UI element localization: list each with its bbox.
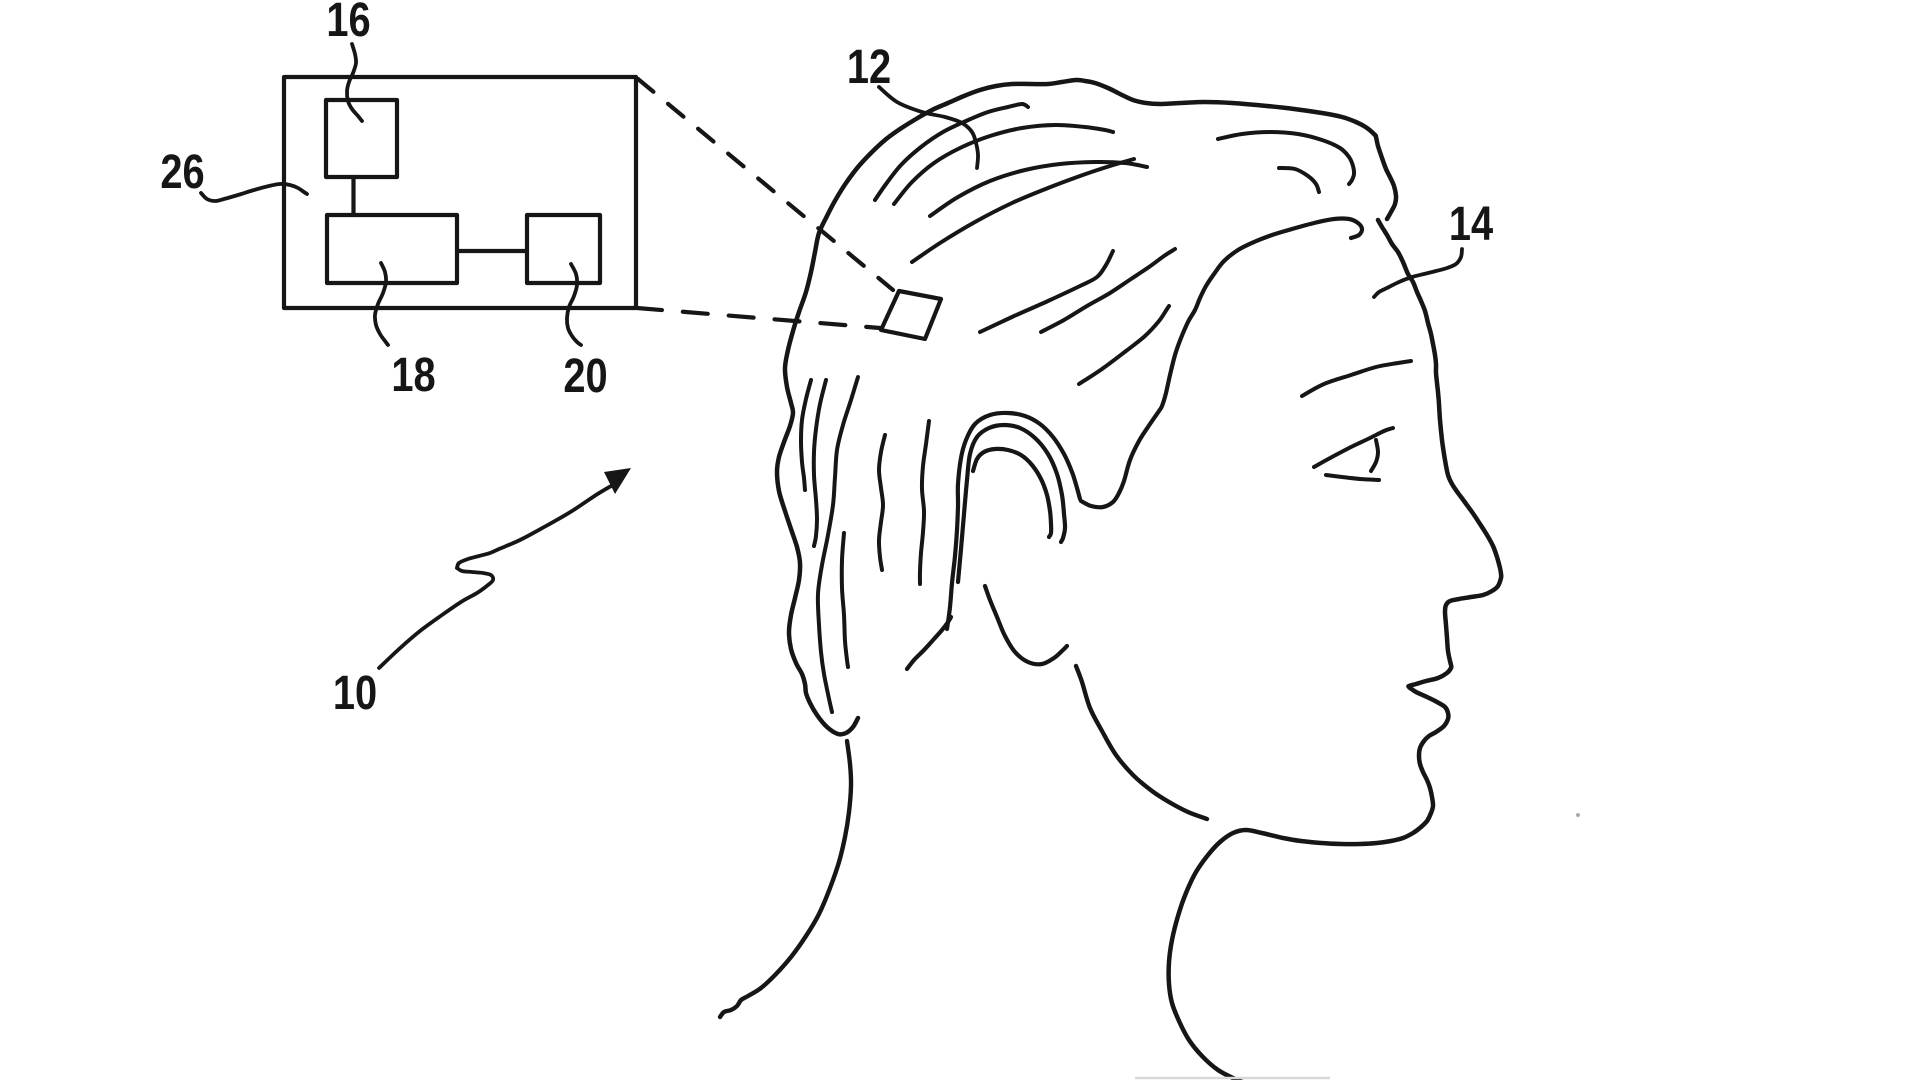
svg-text:20: 20 (563, 350, 607, 403)
svg-text:12: 12 (847, 41, 891, 94)
svg-text:18: 18 (391, 349, 435, 402)
svg-text:14: 14 (1449, 198, 1494, 251)
svg-text:26: 26 (160, 146, 204, 199)
svg-text:16: 16 (326, 0, 370, 47)
svg-text:10: 10 (333, 667, 377, 720)
